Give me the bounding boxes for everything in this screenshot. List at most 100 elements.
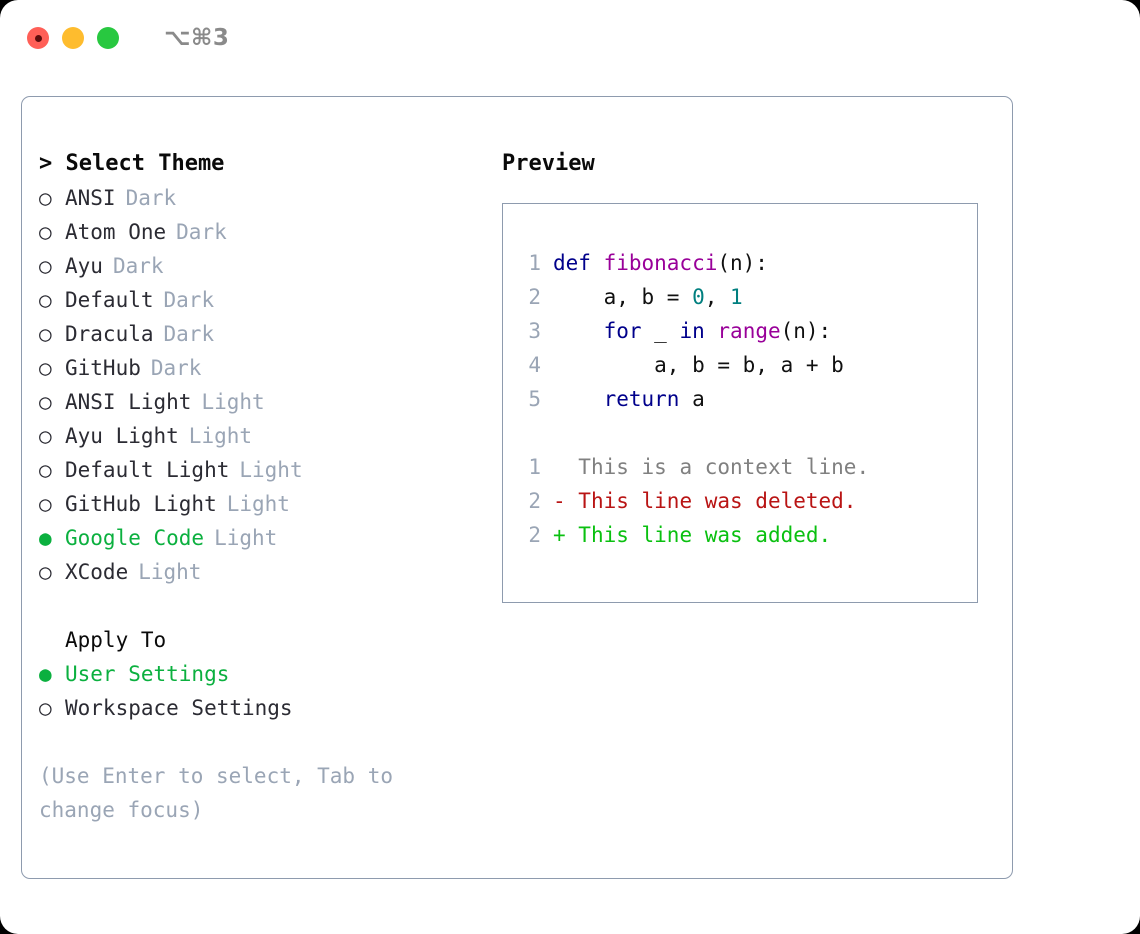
theme-category-badge: Light bbox=[188, 424, 253, 448]
diff-line: 2- This line was deleted. bbox=[513, 484, 971, 518]
close-button-icon[interactable] bbox=[27, 27, 49, 49]
theme-category-badge: Dark bbox=[163, 288, 215, 312]
theme-option-ayu[interactable]: ○ Ayu Dark bbox=[39, 249, 489, 283]
theme-category-badge: Light bbox=[201, 390, 265, 414]
line-number: 2 bbox=[528, 489, 541, 513]
line-number: 4 bbox=[528, 353, 541, 377]
code-token-kw: in bbox=[679, 319, 705, 343]
radio-unselected-icon: ○ bbox=[39, 696, 52, 720]
line-number: 5 bbox=[528, 387, 541, 411]
theme-category-badge: Light bbox=[226, 492, 290, 516]
code-token-plain bbox=[553, 387, 604, 411]
keyboard-hint-text: (Use Enter to select, Tab to change focu… bbox=[39, 764, 406, 822]
title-bar: ⌥⌘3 bbox=[0, 0, 1140, 76]
code-token-plain: _ bbox=[641, 319, 680, 343]
theme-option-label: Google Code bbox=[65, 526, 205, 550]
theme-option-label: Default bbox=[65, 288, 154, 312]
code-line-text: return a bbox=[553, 382, 705, 416]
theme-option-label: GitHub Light bbox=[65, 492, 217, 516]
radio-unselected-icon: ○ bbox=[39, 424, 52, 448]
apply-to-option-workspace-settings[interactable]: ○ Workspace Settings bbox=[39, 691, 489, 725]
code-line: 2 a, b = 0, 1 bbox=[513, 280, 971, 314]
minimize-button-icon[interactable] bbox=[62, 27, 84, 49]
apply-to-option-label: Workspace Settings bbox=[65, 696, 293, 720]
radio-unselected-icon: ○ bbox=[39, 186, 52, 210]
theme-option-label: Ayu bbox=[65, 254, 103, 278]
line-number: 1 bbox=[528, 455, 541, 479]
theme-category-badge: Dark bbox=[163, 322, 215, 346]
theme-category-badge: Dark bbox=[125, 186, 177, 210]
close-inner-dot-icon bbox=[34, 34, 42, 42]
radio-selected-icon: ● bbox=[39, 526, 52, 550]
apply-to-option-label: User Settings bbox=[65, 662, 230, 686]
radio-unselected-icon: ○ bbox=[39, 288, 52, 312]
code-line: 3 for _ in range(n): bbox=[513, 314, 971, 348]
diff-sign: - bbox=[553, 489, 566, 513]
apply-to-header-label: Apply To bbox=[65, 628, 167, 652]
code-token-fn: fibonacci bbox=[603, 251, 718, 275]
code-line: 4 a, b = b, a + b bbox=[513, 348, 971, 382]
theme-option-label: GitHub bbox=[65, 356, 141, 380]
theme-option-ansi-light[interactable]: ○ ANSI Light Light bbox=[39, 385, 489, 419]
code-token-plain: (n): bbox=[780, 319, 832, 343]
apply-to-list: ● User Settings ○ Workspace Settings bbox=[39, 657, 489, 725]
diff-line-text: This line was added. bbox=[565, 523, 832, 547]
radio-unselected-icon: ○ bbox=[39, 390, 52, 414]
theme-category-badge: Light bbox=[214, 526, 278, 550]
list-spacer bbox=[39, 589, 489, 623]
code-line-text: a, b = 0, 1 bbox=[553, 280, 743, 314]
code-token-fn: range bbox=[717, 319, 781, 343]
diff-line: 1 This is a context line. bbox=[513, 450, 971, 484]
window-controls bbox=[27, 27, 119, 49]
code-token-kw: return bbox=[603, 387, 680, 411]
preview-title: Preview bbox=[502, 151, 595, 176]
theme-option-ansi[interactable]: ○ ANSI Dark bbox=[39, 181, 489, 215]
code-line-text: for _ in range(n): bbox=[553, 314, 832, 348]
code-token-num: 1 bbox=[730, 285, 743, 309]
radio-unselected-icon: ○ bbox=[39, 356, 52, 380]
line-number: 3 bbox=[528, 319, 541, 343]
code-diff-spacer bbox=[513, 416, 971, 450]
theme-option-github-light[interactable]: ○ GitHub Light Light bbox=[39, 487, 489, 521]
diff-line: 2+ This line was added. bbox=[513, 518, 971, 552]
code-token-plain: a bbox=[679, 387, 705, 411]
theme-option-label: Atom One bbox=[65, 220, 167, 244]
zoom-button-icon[interactable] bbox=[97, 27, 119, 49]
theme-option-label: ANSI Light bbox=[65, 390, 192, 414]
diff-sign: + bbox=[553, 523, 566, 547]
radio-unselected-icon: ○ bbox=[39, 254, 52, 278]
theme-option-label: XCode bbox=[65, 560, 129, 584]
line-number: 1 bbox=[528, 251, 541, 275]
code-token-kw: for bbox=[603, 319, 642, 343]
apply-to-option-user-settings[interactable]: ● User Settings bbox=[39, 657, 489, 691]
code-token-plain bbox=[705, 319, 718, 343]
radio-unselected-icon: ○ bbox=[39, 492, 52, 516]
theme-option-google-code[interactable]: ● Google Code Light bbox=[39, 521, 489, 555]
theme-option-label: ANSI bbox=[65, 186, 116, 210]
radio-unselected-icon: ○ bbox=[39, 220, 52, 244]
radio-selected-icon: ● bbox=[39, 662, 52, 686]
theme-category-badge: Dark bbox=[112, 254, 164, 278]
code-token-num: 0 bbox=[692, 285, 705, 309]
code-line-text: def fibonacci(n): bbox=[553, 246, 768, 280]
theme-option-default[interactable]: ○ Default Dark bbox=[39, 283, 489, 317]
code-line: 1 def fibonacci(n): bbox=[513, 246, 971, 280]
theme-option-label: Dracula bbox=[65, 322, 154, 346]
theme-category-badge: Light bbox=[138, 560, 202, 584]
keyboard-shortcut-label: ⌥⌘3 bbox=[164, 25, 230, 51]
